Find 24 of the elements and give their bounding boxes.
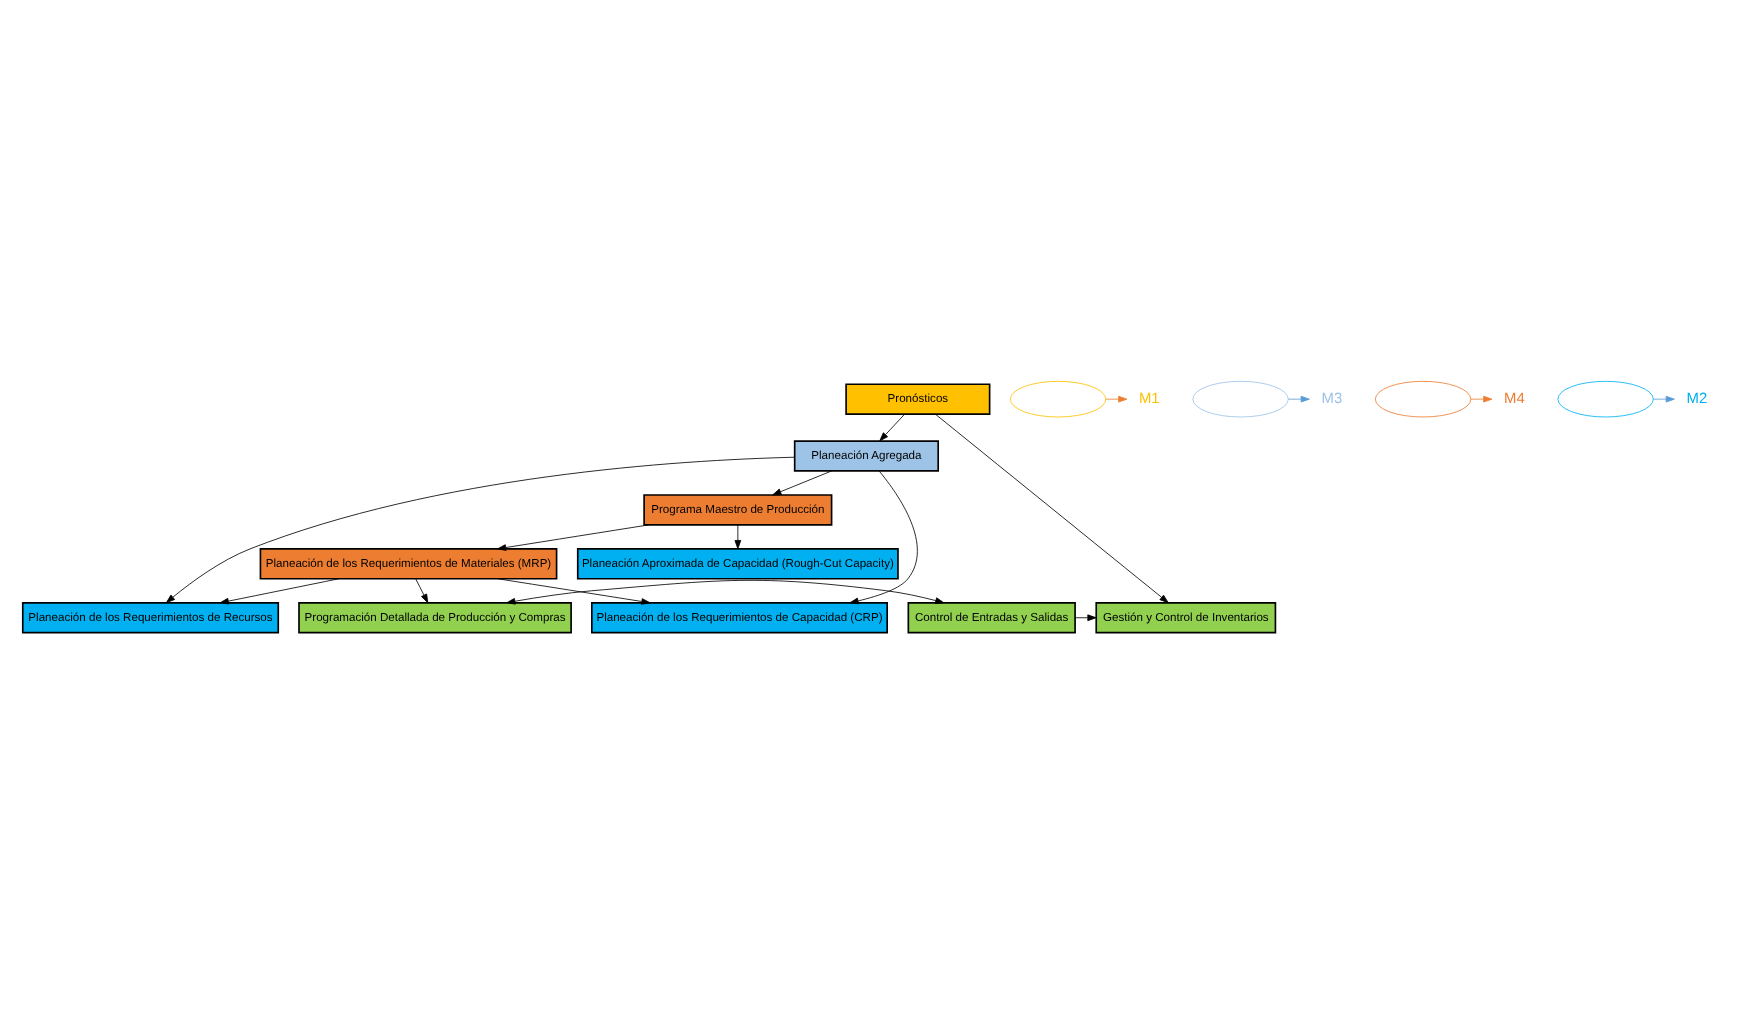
arrow xyxy=(166,455,795,602)
node-text: M1 xyxy=(1138,387,1160,406)
node-ellipse xyxy=(1374,379,1472,417)
node-text: M3 xyxy=(1321,387,1343,406)
arrow xyxy=(219,577,340,604)
node-text: M4 xyxy=(1503,387,1525,406)
arrow xyxy=(849,469,918,604)
arrow xyxy=(772,469,833,495)
arrow xyxy=(1470,394,1493,402)
arrow xyxy=(734,523,742,549)
arrow xyxy=(1652,394,1675,402)
arrow xyxy=(506,578,945,604)
arrow xyxy=(1287,394,1310,402)
node-ellipse xyxy=(1009,379,1107,417)
arrow xyxy=(1074,613,1097,621)
arrow xyxy=(935,412,1169,603)
node-ellipse xyxy=(1557,379,1654,417)
node-text: M2 xyxy=(1686,387,1708,406)
arrow xyxy=(497,577,651,604)
arrow xyxy=(415,577,429,603)
arrow xyxy=(497,523,650,550)
arrow xyxy=(879,412,906,441)
arrow xyxy=(1105,394,1128,402)
node-ellipse xyxy=(1192,379,1289,417)
